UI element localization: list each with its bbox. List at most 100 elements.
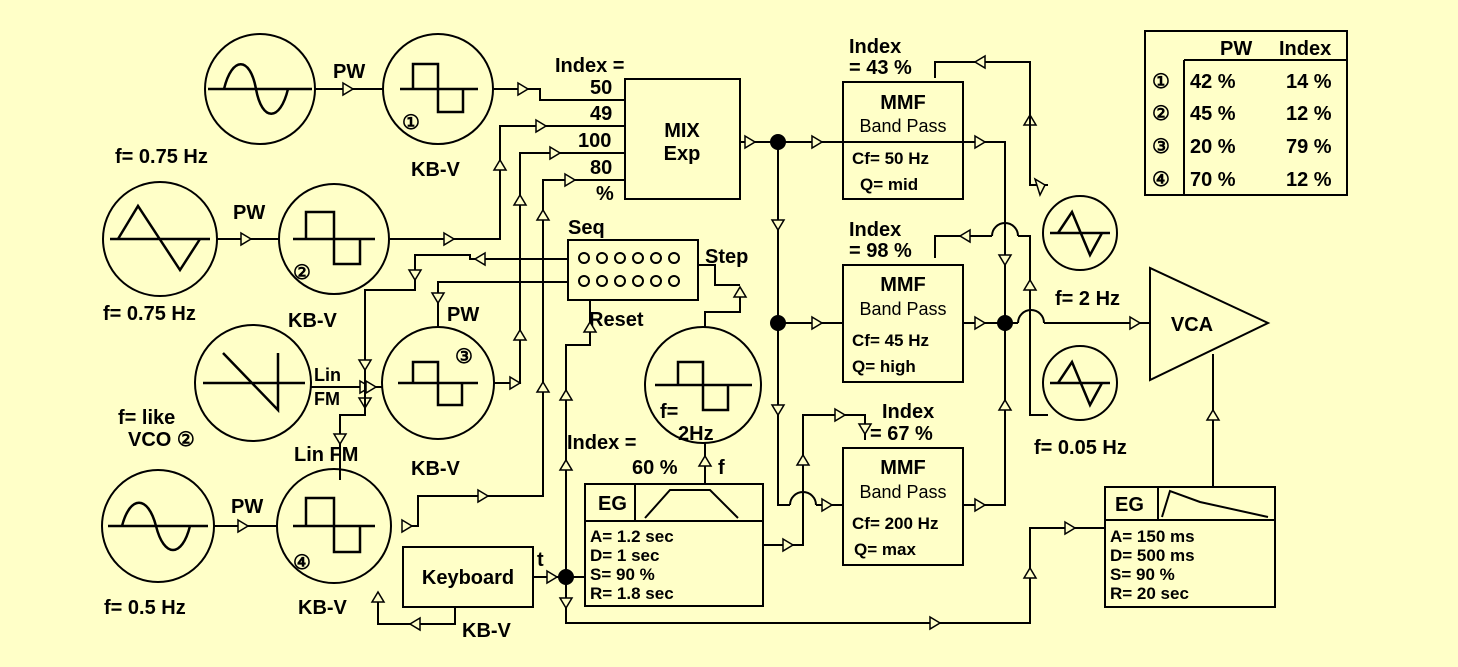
modulator-1: f= 0.75 Hz PW ① KB-V (115, 33, 494, 181)
vco-4-linfm-label: Lin FM (294, 444, 358, 466)
table-row-3-num: ③ (1152, 136, 1170, 158)
filter-3-index-title: Index (882, 401, 934, 423)
mod-2-freq: f= 0.75 Hz (103, 303, 196, 325)
table-row-4-index: 12 % (1286, 169, 1332, 191)
filter-1-cf: Cf= 50 Hz (852, 149, 929, 168)
mix-wiring (390, 81, 843, 534)
mod-2-pw-label: PW (233, 202, 265, 224)
filter-3: Index = 67 % MMF Band Pass Cf= 200 Hz Q=… (842, 401, 964, 566)
sequencer: Seq Step Reset (332, 217, 748, 575)
table-row-2-pw: 45 % (1190, 103, 1236, 125)
modulator-2: f= 0.75 Hz PW ② KB-V (102, 181, 390, 332)
square-wave-icon (293, 210, 375, 266)
mod-1-freq: f= 0.75 Hz (115, 146, 208, 168)
vca-label: VCA (1171, 314, 1213, 336)
mod-3-freq-line1: f= like (118, 407, 175, 429)
filter-2-q: Q= high (852, 357, 916, 376)
eg-2-sustain: S= 90 % (1110, 565, 1175, 584)
filter-2-index-value: = 98 % (849, 240, 912, 262)
table-row-4-num: ④ (1152, 169, 1170, 191)
filter-1: Index = 43 % MMF Band Pass Cf= 50 Hz Q= … (842, 36, 1013, 323)
mod-3-freq-line2: VCO ② (128, 429, 195, 451)
table-frame (1144, 30, 1348, 196)
filter-3-cf: Cf= 200 Hz (852, 514, 938, 533)
modulator-3: f= like VCO ② Lin FM ③ PW KB-V Lin FM (118, 304, 495, 480)
filter-3-name: MMF (880, 457, 926, 479)
table-row-1-num: ① (1152, 71, 1170, 93)
filter-1-q: Q= mid (860, 175, 918, 194)
eg-1-sustain: S= 90 % (590, 565, 655, 584)
mix-input-2: 49 (590, 103, 612, 125)
triangle-lfo-005hz (1042, 345, 1118, 421)
seq-title: Seq (568, 217, 605, 239)
vca: VCA (1149, 266, 1271, 487)
keyboard: Keyboard t KB-V (370, 520, 1105, 642)
filter-3-type: Band Pass (859, 482, 946, 502)
clock-index-title: Index = (567, 432, 636, 454)
parameter-table: PW Index ① 42 % 14 % ② 45 % 12 % ③ 20 % … (1144, 30, 1348, 196)
seq-reset-label: Reset (589, 309, 644, 331)
filter-1-index-value: = 43 % (849, 57, 912, 79)
table-header-pw: PW (1220, 38, 1252, 60)
vco-1-number: ① (402, 112, 420, 134)
envelope-icon (644, 489, 739, 519)
mix-mode-label: Exp (664, 143, 701, 165)
mix-input-unit: % (596, 183, 614, 205)
clock-index-value: 60 % (632, 457, 678, 479)
eg-2-box (1104, 486, 1276, 608)
square-wave-icon (293, 496, 375, 554)
mod-4-pw-label: PW (231, 496, 263, 518)
keyboard-kbv-label: KB-V (462, 620, 512, 642)
sine-wave-icon (108, 501, 208, 552)
eg-2-attack: A= 150 ms (1110, 527, 1195, 546)
filter-2-name: MMF (880, 274, 926, 296)
fm-wiring (339, 387, 366, 480)
mod-3-fm-label: FM (314, 389, 340, 409)
filter-1-type: Band Pass (859, 116, 946, 136)
triangle-wave-icon (1050, 209, 1110, 258)
eg-1-attack: A= 1.2 sec (590, 527, 674, 546)
vco-4-label: KB-V (298, 597, 348, 619)
filter-3-q: Q= max (854, 540, 916, 559)
eg-2: EG A= 150 ms D= 500 ms S= 90 % R= 20 sec (1104, 486, 1276, 608)
clock-freq-2: 2Hz (678, 423, 714, 445)
table-row-4-pw: 70 % (1190, 169, 1236, 191)
square-wave-icon (398, 360, 478, 407)
eg-2-decay: D= 500 ms (1110, 546, 1195, 565)
mod-3-lin-label: Lin (314, 365, 341, 385)
filter-1-name: MMF (880, 92, 926, 114)
square-wave-icon (400, 62, 478, 114)
mix-index-title: Index = (555, 55, 624, 77)
filter-2-type: Band Pass (859, 299, 946, 319)
vco-3-number: ③ (455, 346, 473, 368)
vco-2-label: KB-V (288, 310, 338, 332)
table-row-2-index: 12 % (1286, 103, 1332, 125)
vca-triangle (1149, 266, 1271, 382)
filter-3-index-value: = 67 % (870, 423, 933, 445)
lfo-005hz: f= 0.05 Hz (1034, 345, 1127, 459)
seq-step-label: Step (705, 246, 748, 268)
mix-box (624, 78, 741, 200)
table-row-3-pw: 20 % (1190, 136, 1236, 158)
eg-1: EG A= 1.2 sec D= 1 sec S= 90 % R= 1.8 se… (584, 407, 873, 607)
triangle-lfo-2hz (1042, 195, 1118, 271)
eg-1-decay: D= 1 sec (590, 546, 659, 565)
mix-input-3: 100 (578, 130, 611, 152)
table-row-1-pw: 42 % (1190, 71, 1236, 93)
clock-f-label: f (718, 457, 725, 479)
triangle-wave-icon (110, 203, 210, 273)
eg-2-release: R= 20 sec (1110, 584, 1189, 603)
keyboard-t-label: t (537, 549, 544, 571)
eg-1-release: R= 1.8 sec (590, 584, 674, 603)
seq-box (567, 239, 699, 301)
lfo-005hz-label: f= 0.05 Hz (1034, 437, 1127, 459)
lfo-2hz-label: f= 2 Hz (1055, 288, 1120, 310)
triangle-wave-icon (1050, 359, 1110, 408)
keyboard-label: Keyboard (422, 567, 514, 589)
filter-2: Index = 98 % MMF Band Pass Cf= 45 Hz Q= … (842, 219, 964, 383)
filter-wiring (770, 54, 1150, 513)
vco-1-label: KB-V (411, 159, 461, 181)
saw-lfo-3 (194, 324, 312, 442)
sawtooth-wave-icon (203, 352, 305, 414)
